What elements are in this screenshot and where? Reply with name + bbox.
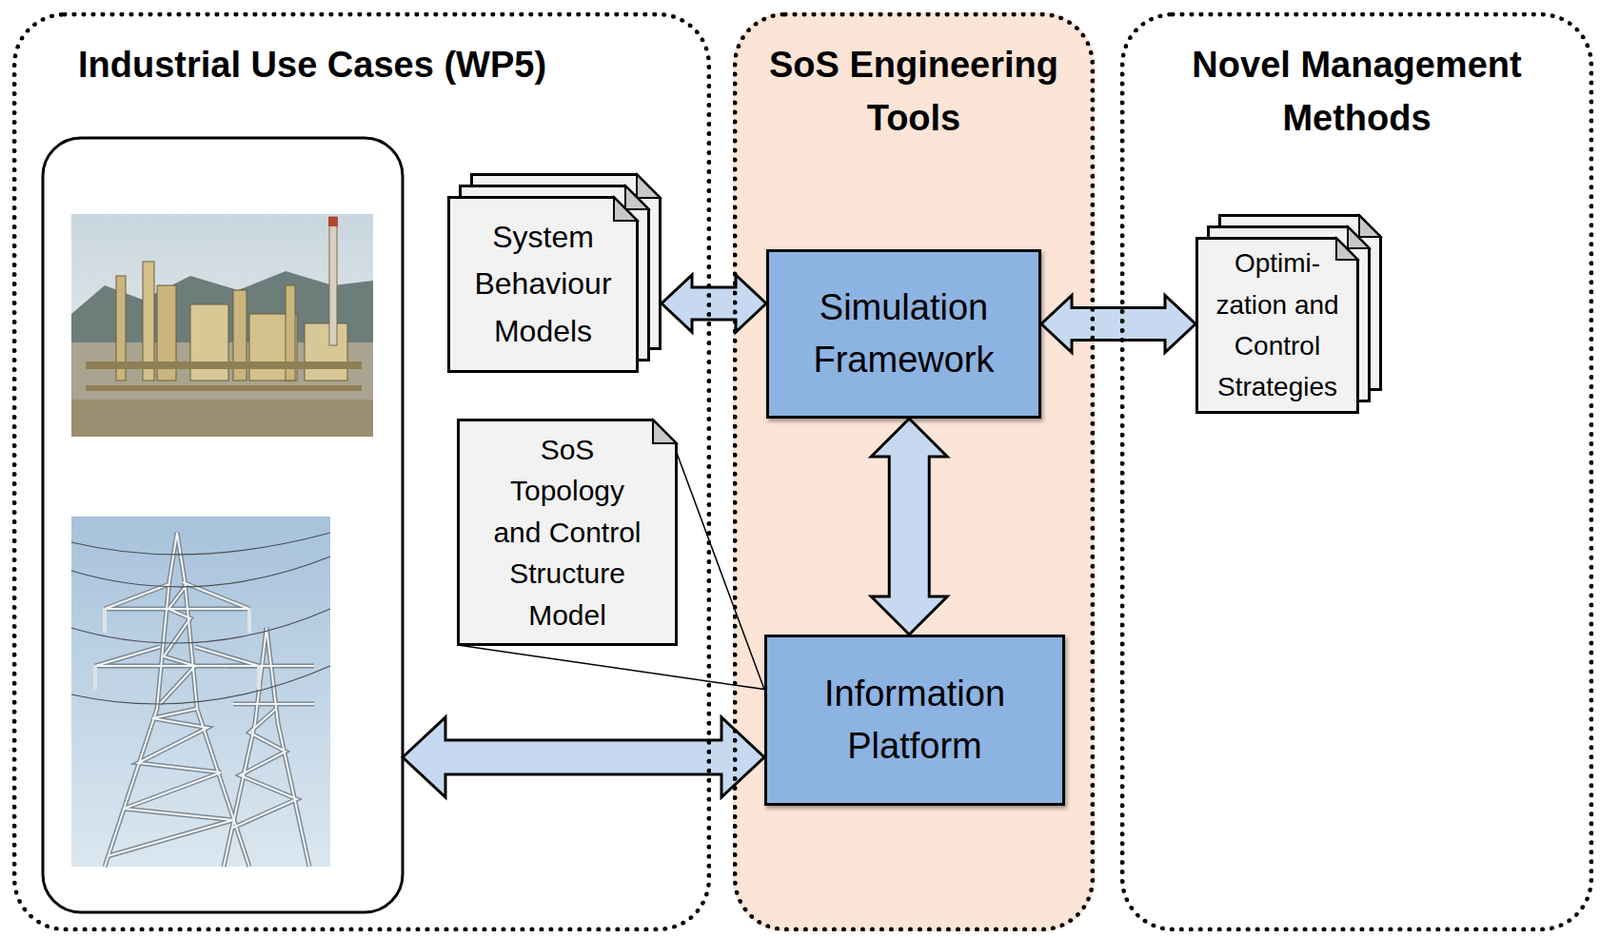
document-label: System Behaviour Models <box>459 214 627 356</box>
photo-frame <box>42 138 403 913</box>
sheet-outline <box>1197 238 1359 414</box>
refinery-foreground <box>71 399 374 437</box>
box-label: Information Platform <box>776 668 1053 773</box>
document-label: SoS Topology and Control Structure Model <box>486 429 649 637</box>
region-fill <box>732 12 1095 932</box>
document-body: SoS Topology and Control Structure Model <box>456 418 678 647</box>
document-body: System Behaviour Models <box>447 196 639 374</box>
power-wires <box>71 533 331 705</box>
pipe-rack <box>85 385 362 392</box>
process-box: Simulation Framework <box>766 249 1042 419</box>
sheet-fold <box>652 420 677 445</box>
pipe-rack <box>85 361 362 370</box>
document-shape: SoS Topology and Control Structure Model <box>456 418 678 647</box>
block-arrow <box>870 418 948 635</box>
document-sheet <box>1197 238 1359 414</box>
document-body: Optimi- zation and Control Strategies <box>1195 237 1360 415</box>
document-sheet <box>458 420 677 646</box>
region-heading: Novel Management Methods <box>1157 38 1558 145</box>
document-stack: System Behaviour Models <box>447 173 662 374</box>
refinery-stack-top <box>328 217 338 227</box>
sheet-fold <box>1347 227 1370 250</box>
document-label: Optimi- zation and Control Strategies <box>1205 242 1349 409</box>
region-heading: SoS Engineering Tools <box>751 38 1076 145</box>
sheet-fold <box>613 197 638 222</box>
document-stack: Optimi- zation and Control Strategies <box>1195 214 1383 415</box>
refinery-sky <box>71 214 374 437</box>
process-box: Information Platform <box>764 634 1066 807</box>
insulators <box>95 609 259 691</box>
region-panel: Optimi- zation and Control Strategies Nov… <box>1120 12 1594 932</box>
region-heading: Industrial Use Cases (WP5) <box>78 38 688 92</box>
region-panel: System Behaviour ModelsSoS Topology and … <box>12 12 712 932</box>
refinery-unit <box>304 323 348 381</box>
sheet-outline <box>458 420 677 646</box>
box-label: Simulation Framework <box>778 281 1029 387</box>
sheet-fold <box>1359 216 1382 238</box>
sheet-fold <box>625 186 650 211</box>
sheet-fold <box>1336 238 1359 261</box>
pylon-sky <box>71 516 331 868</box>
region-panel: Simulation FrameworkInformation Platform… <box>732 12 1095 932</box>
refinery-stack <box>329 217 337 346</box>
sheet-outline <box>449 197 638 373</box>
block-arrow <box>1041 296 1196 354</box>
document-sheet <box>449 197 638 373</box>
sheet-fold <box>636 175 661 199</box>
block-arrow <box>661 275 767 333</box>
